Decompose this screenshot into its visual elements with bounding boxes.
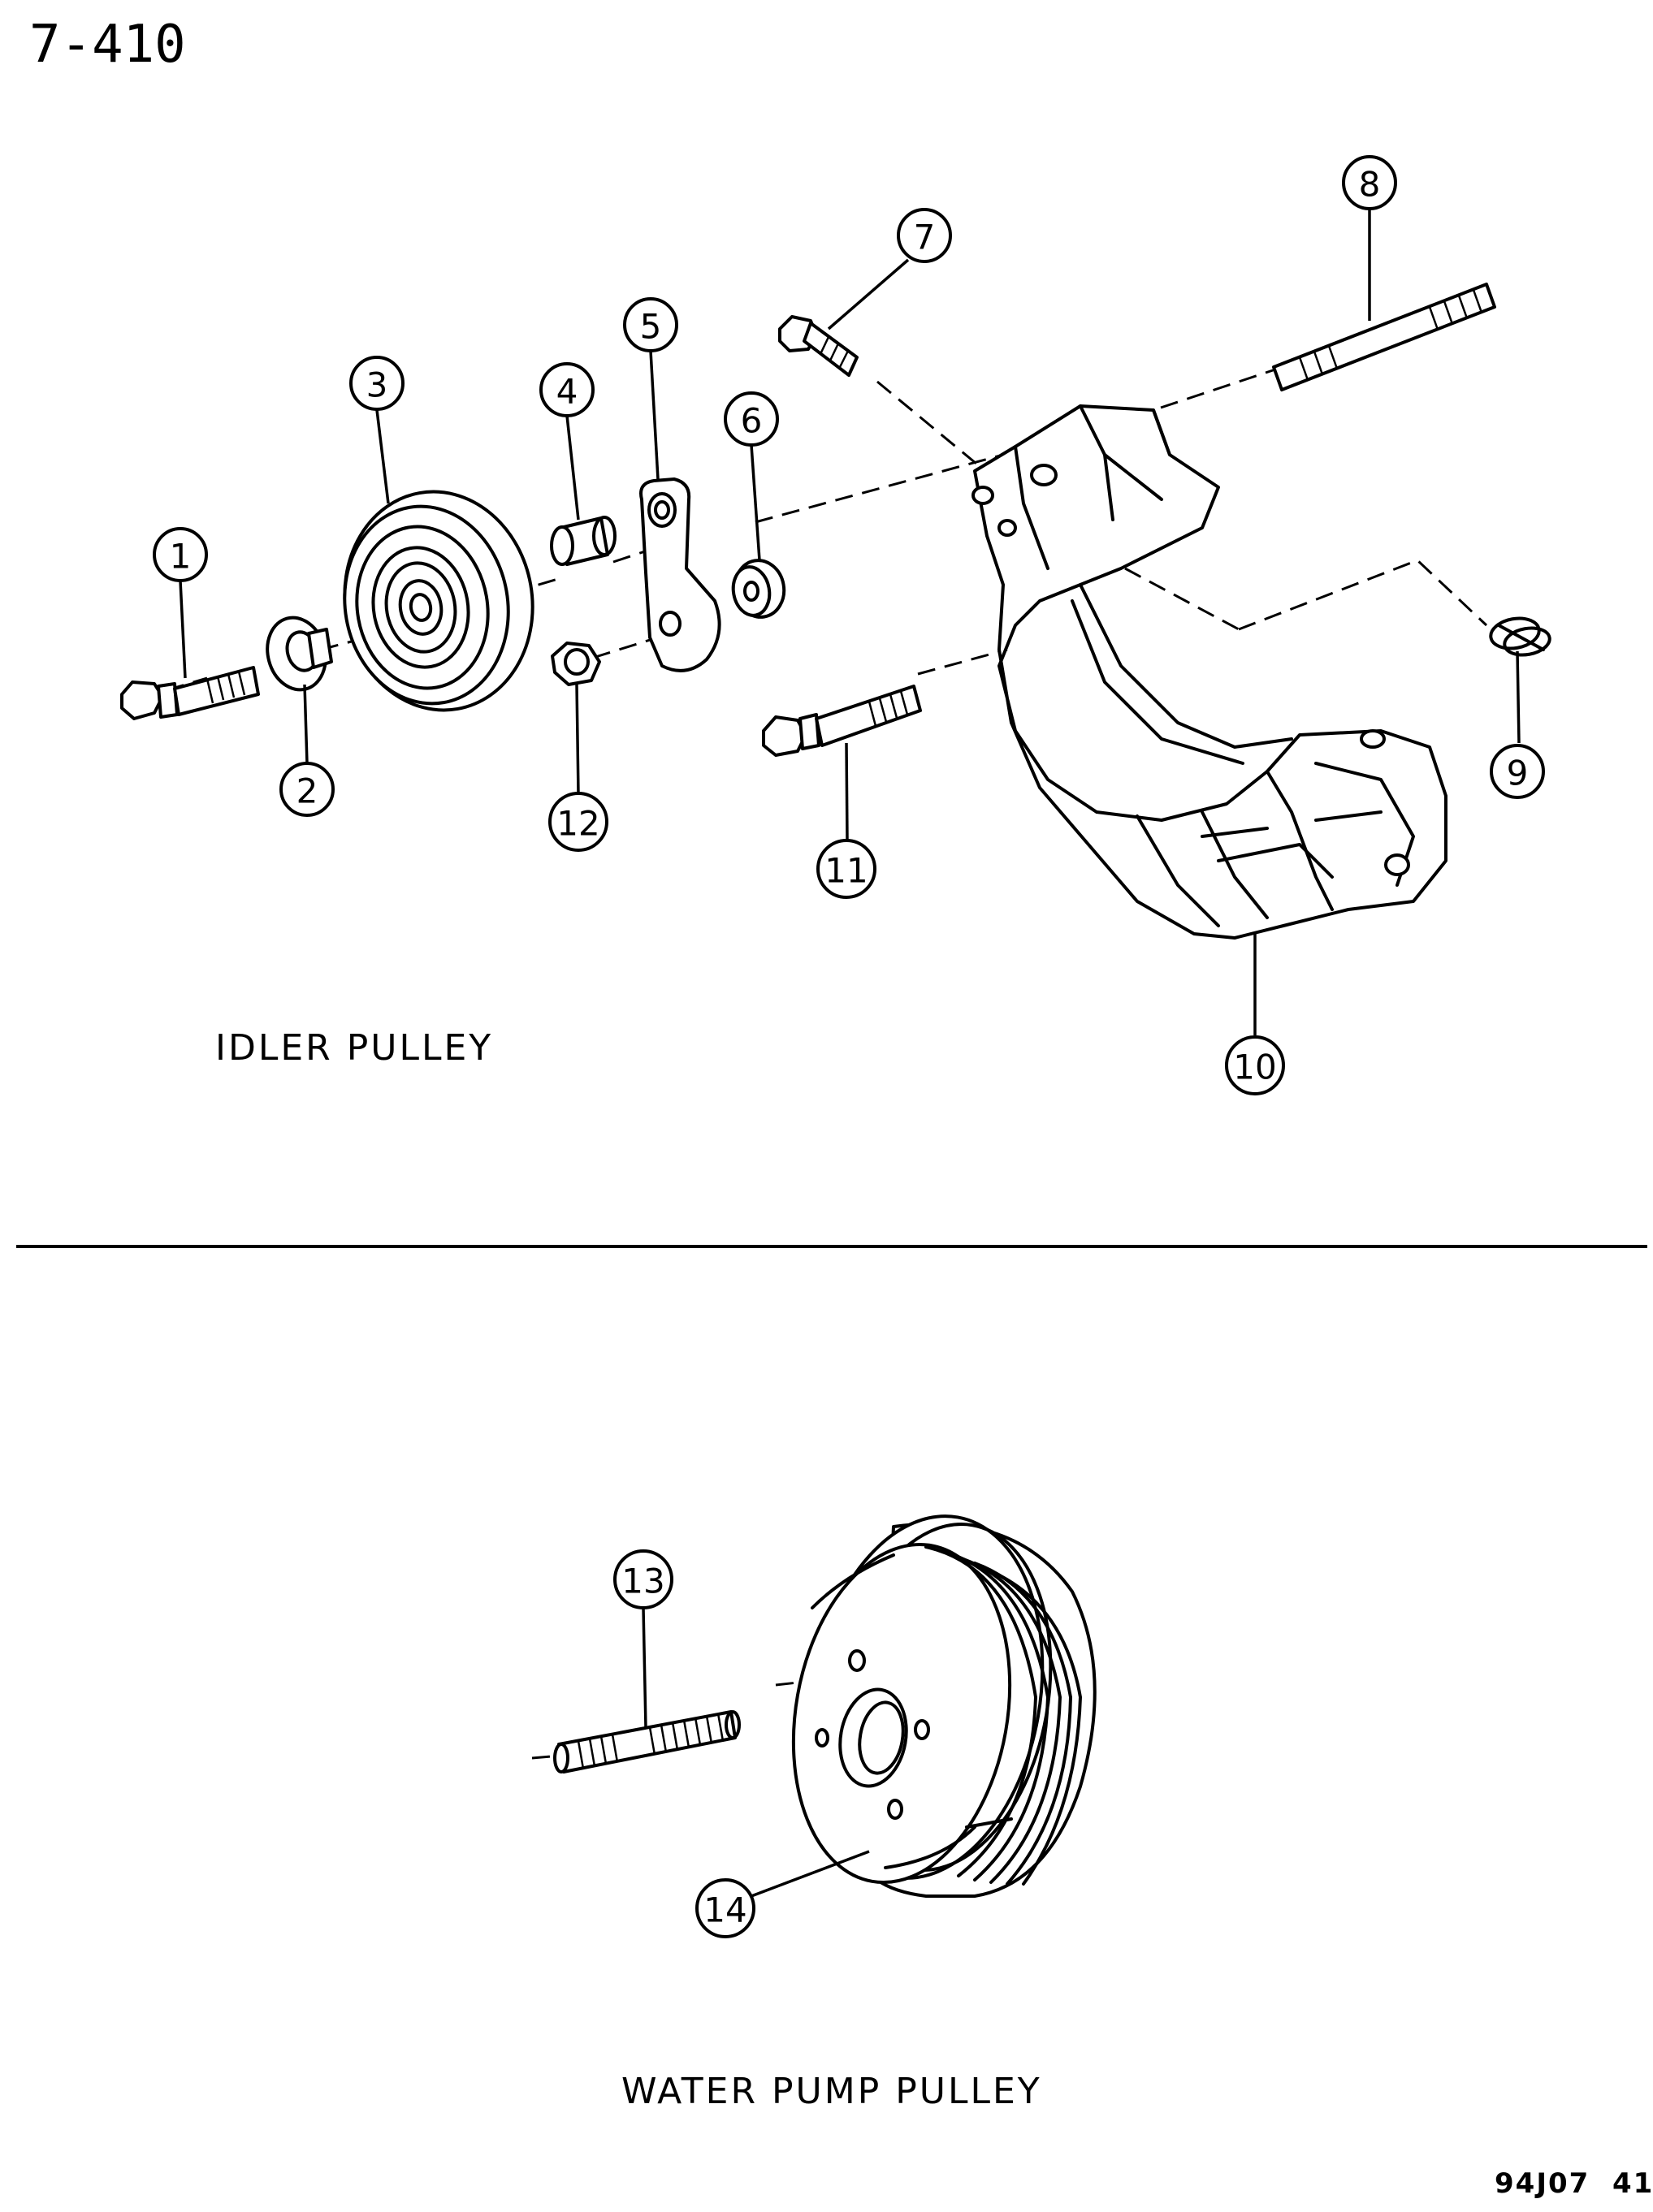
idler-pulley-label: IDLER PULLEY (215, 1027, 493, 1069)
callout-11: 11 (816, 839, 876, 899)
svg-text:6: 6 (741, 401, 763, 441)
svg-text:11: 11 (824, 851, 868, 891)
water-pump-pulley-part-14 (791, 1514, 1097, 1898)
svg-text:4: 4 (556, 372, 578, 412)
water-pump-pulley-group: 13 14 WATER PUMP PULLEY (531, 1514, 1097, 2112)
stud-part-13 (553, 1710, 741, 1773)
svg-text:8: 8 (1359, 165, 1381, 205)
svg-text:14: 14 (703, 1890, 746, 1930)
callout-8: 8 (1342, 155, 1397, 210)
callout-12: 12 (548, 792, 608, 852)
callout-14: 14 (695, 1878, 755, 1938)
svg-text:10: 10 (1233, 1048, 1276, 1087)
svg-text:2: 2 (296, 771, 318, 811)
washer-part-6 (731, 559, 786, 619)
svg-text:13: 13 (621, 1562, 664, 1601)
callout-6: 6 (724, 391, 779, 447)
page-number: 7-410 (29, 15, 186, 75)
spacer-part-4 (550, 516, 617, 566)
callout-10: 10 (1225, 1035, 1285, 1095)
callout-4: 4 (539, 362, 595, 417)
flange-bolt-part-1 (120, 666, 260, 720)
svg-text:12: 12 (556, 804, 599, 844)
callout-2: 2 (279, 762, 335, 817)
idler-pulley-part-3 (343, 490, 534, 712)
callout-9: 9 (1490, 744, 1545, 799)
washer-part-2 (266, 616, 333, 692)
idler-pulley-group: 1 2 3 4 5 6 7 8 9 10 11 12 IDLER PULLEY (120, 155, 1551, 1095)
svg-text:9: 9 (1507, 754, 1529, 793)
svg-text:7: 7 (914, 218, 936, 257)
tensioner-arm-part-5 (639, 477, 721, 672)
stud-part-8 (1272, 283, 1496, 391)
bolt-part-7 (778, 315, 859, 377)
svg-text:1: 1 (170, 537, 192, 577)
callout-1: 1 (153, 527, 208, 582)
svg-text:5: 5 (640, 307, 662, 347)
nut-part-12 (551, 642, 601, 686)
callout-7: 7 (897, 208, 952, 263)
bracket-part-10 (971, 404, 1447, 940)
water-pump-pulley-label: WATER PUMP PULLEY (621, 2071, 1042, 2112)
clip-part-9 (1489, 616, 1551, 657)
callout-3: 3 (349, 356, 405, 411)
figure-code: 94J07 410 (1495, 2167, 1653, 2200)
svg-text:3: 3 (366, 365, 388, 405)
callout-13: 13 (613, 1549, 673, 1609)
bolt-part-11 (762, 685, 922, 757)
callout-5: 5 (623, 297, 678, 352)
